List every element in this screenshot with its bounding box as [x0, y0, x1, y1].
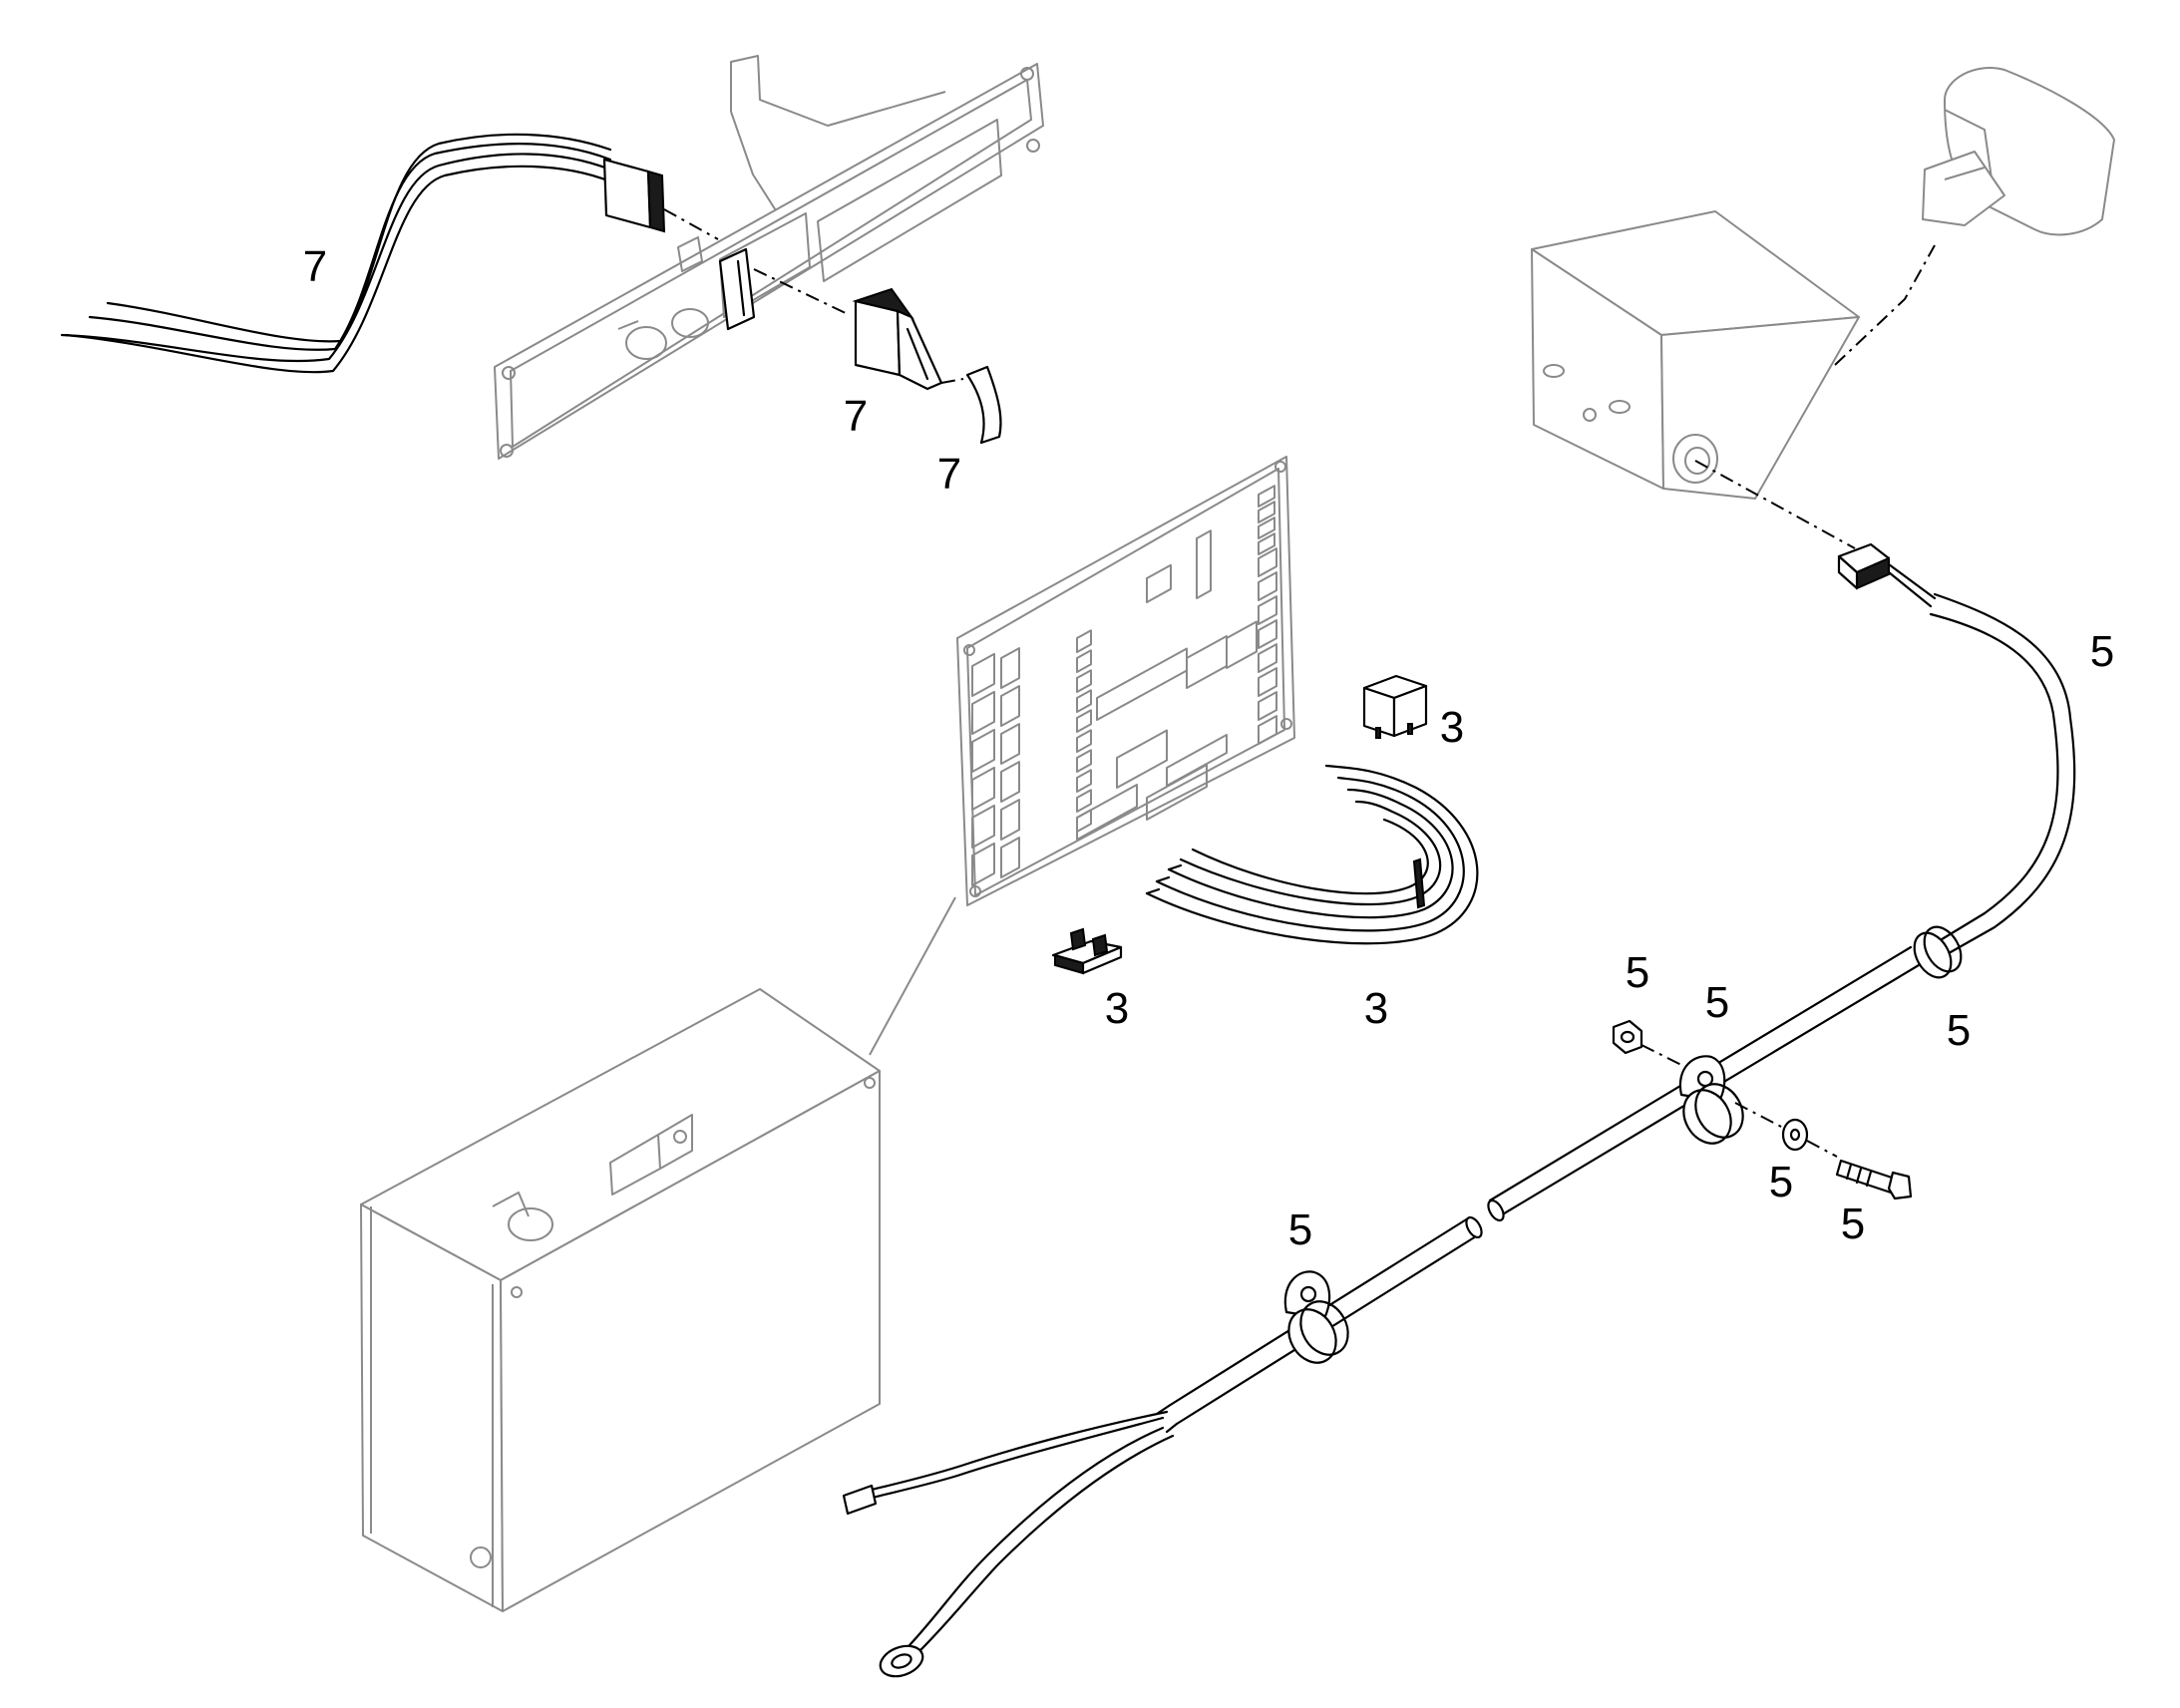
board-component: [1076, 769, 1092, 793]
board-component: [1076, 689, 1092, 713]
board-component: [1076, 789, 1092, 813]
board-component: [971, 652, 995, 697]
work-lamp: [1922, 67, 2115, 236]
board-component: [1258, 501, 1275, 523]
board-component: [1000, 761, 1020, 803]
board-component: [1000, 837, 1020, 878]
board-component: [1146, 563, 1172, 603]
callout-clamp-lower: 5: [1287, 1205, 1313, 1254]
callout-cable-upper: 5: [2089, 627, 2115, 676]
callout-jumper-wires: 3: [1363, 984, 1389, 1033]
board-component: [971, 766, 995, 811]
board-component: [1116, 729, 1168, 789]
enclosure-box: [360, 896, 956, 1612]
fuse: [1051, 927, 1123, 975]
callout-relay: 3: [1439, 703, 1465, 752]
board-component: [1076, 784, 1138, 841]
board-component: [1166, 734, 1228, 787]
switch-lens: [965, 365, 1002, 445]
board-component: [1000, 647, 1020, 689]
jumper-wires: [1145, 764, 1479, 945]
callout-clamp-upper: 5: [1704, 978, 1730, 1027]
board-component: [1076, 709, 1092, 733]
board-component: [1258, 547, 1277, 577]
board-component: [971, 804, 995, 849]
board-component: [1226, 620, 1258, 669]
callout-washer: 5: [1768, 1158, 1794, 1206]
board-component: [1258, 643, 1277, 673]
washer: [1781, 1118, 1838, 1158]
board-component: [1258, 619, 1277, 649]
switch-panel: [494, 55, 1044, 460]
switch-harness: [60, 133, 719, 374]
board-component: [1000, 685, 1020, 727]
board-component: [1258, 516, 1275, 539]
board-component: [1076, 669, 1092, 693]
lamp-bracket: [1531, 210, 1936, 500]
board-component: [971, 728, 995, 773]
clamp-lower: [1283, 1270, 1349, 1364]
clamp-upper: [1640, 1044, 1786, 1145]
board-component: [1258, 595, 1277, 625]
board-component: [1000, 799, 1020, 841]
board-component: [1146, 764, 1208, 821]
callout-switch-lens: 7: [936, 450, 962, 499]
relay: [1362, 674, 1428, 739]
board-component: [971, 690, 995, 735]
board-component: [1076, 729, 1092, 753]
board-component: [971, 842, 995, 886]
board-component: [1076, 749, 1092, 773]
board-component: [1258, 715, 1277, 745]
board-component: [1076, 629, 1092, 653]
bolt: [1835, 1159, 1913, 1200]
callout-nut: 5: [1625, 948, 1650, 997]
callout-grommet: 5: [1946, 1006, 1972, 1055]
board-component: [1258, 532, 1275, 555]
board-component: [1196, 529, 1212, 599]
callout-fuse: 3: [1104, 984, 1130, 1033]
callout-switch-harness: 7: [302, 242, 328, 291]
callout-rocker-switch: 7: [843, 392, 869, 441]
callout-bolt: 5: [1840, 1199, 1866, 1248]
board-component: [1258, 571, 1277, 601]
board-component: [1258, 667, 1277, 697]
rocker-switch: [753, 268, 964, 391]
board-component: [1000, 723, 1020, 765]
board-component: [1258, 485, 1275, 508]
board-component: [1258, 691, 1277, 721]
board-component: [1076, 649, 1092, 673]
nut: [1612, 1019, 1643, 1055]
circuit-board: [956, 456, 1295, 906]
